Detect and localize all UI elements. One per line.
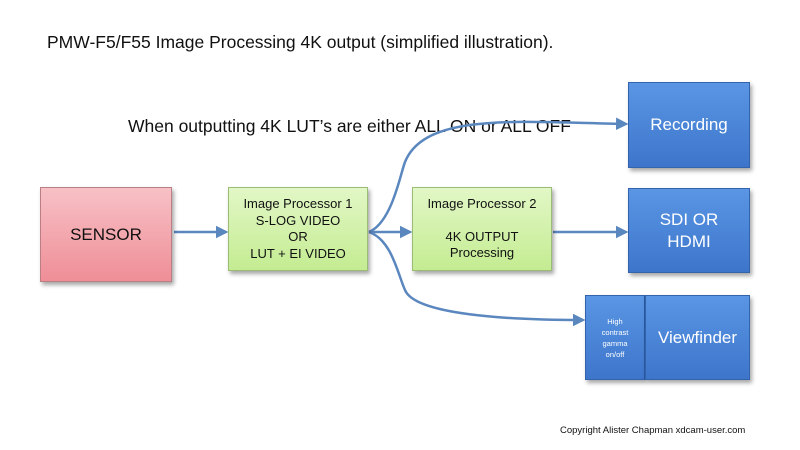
gamma-line-1: High [607,316,623,326]
viewfinder-label: Viewfinder [657,327,738,347]
sensor-label: SENSOR [70,224,142,244]
sensor-node: SENSOR [40,187,172,282]
processor1-line-3: OR [288,229,308,244]
processor2-line-3: 4K OUTPUT [445,228,519,244]
processor1-line-2: S-LOG VIDEO [255,212,341,228]
processor2-line-4: Processing [449,245,515,261]
image-processor-2-node: Image Processor 2 4K OUTPUT Processing [412,187,552,271]
lut-note: When outputting 4K LUT’s are either ALL … [128,116,571,136]
processor1-line-1: Image Processor 1 [243,196,353,211]
gamma-line-4: on/off [605,349,625,359]
viewfinder-node: Viewfinder [645,295,750,380]
recording-label: Recording [650,115,728,134]
gamma-node: High contrast gamma on/off [585,295,645,380]
processor1-line-4: LUT + EI VIDEO [250,245,346,261]
gamma-line-2: contrast [601,327,629,337]
gamma-line-3: gamma [602,338,628,348]
image-processor-1-node: Image Processor 1 S-LOG VIDEO OR LUT + E… [228,187,368,271]
sdi-label-line-1: SDI OR [659,209,719,229]
sdi-label-line-2: HDMI [667,231,711,251]
diagram-title: PMW-F5/F55 Image Processing 4K output (s… [47,32,554,52]
recording-node: Recording [628,82,750,168]
processor2-line-1: Image Processor 2 [427,196,537,212]
copyright-text: Copyright Alister Chapman xdcam-user.com [560,425,746,436]
viewfinder-group: High contrast gamma on/off Viewfinder [585,295,750,380]
sdi-hdmi-node: SDI OR HDMI [628,188,750,273]
